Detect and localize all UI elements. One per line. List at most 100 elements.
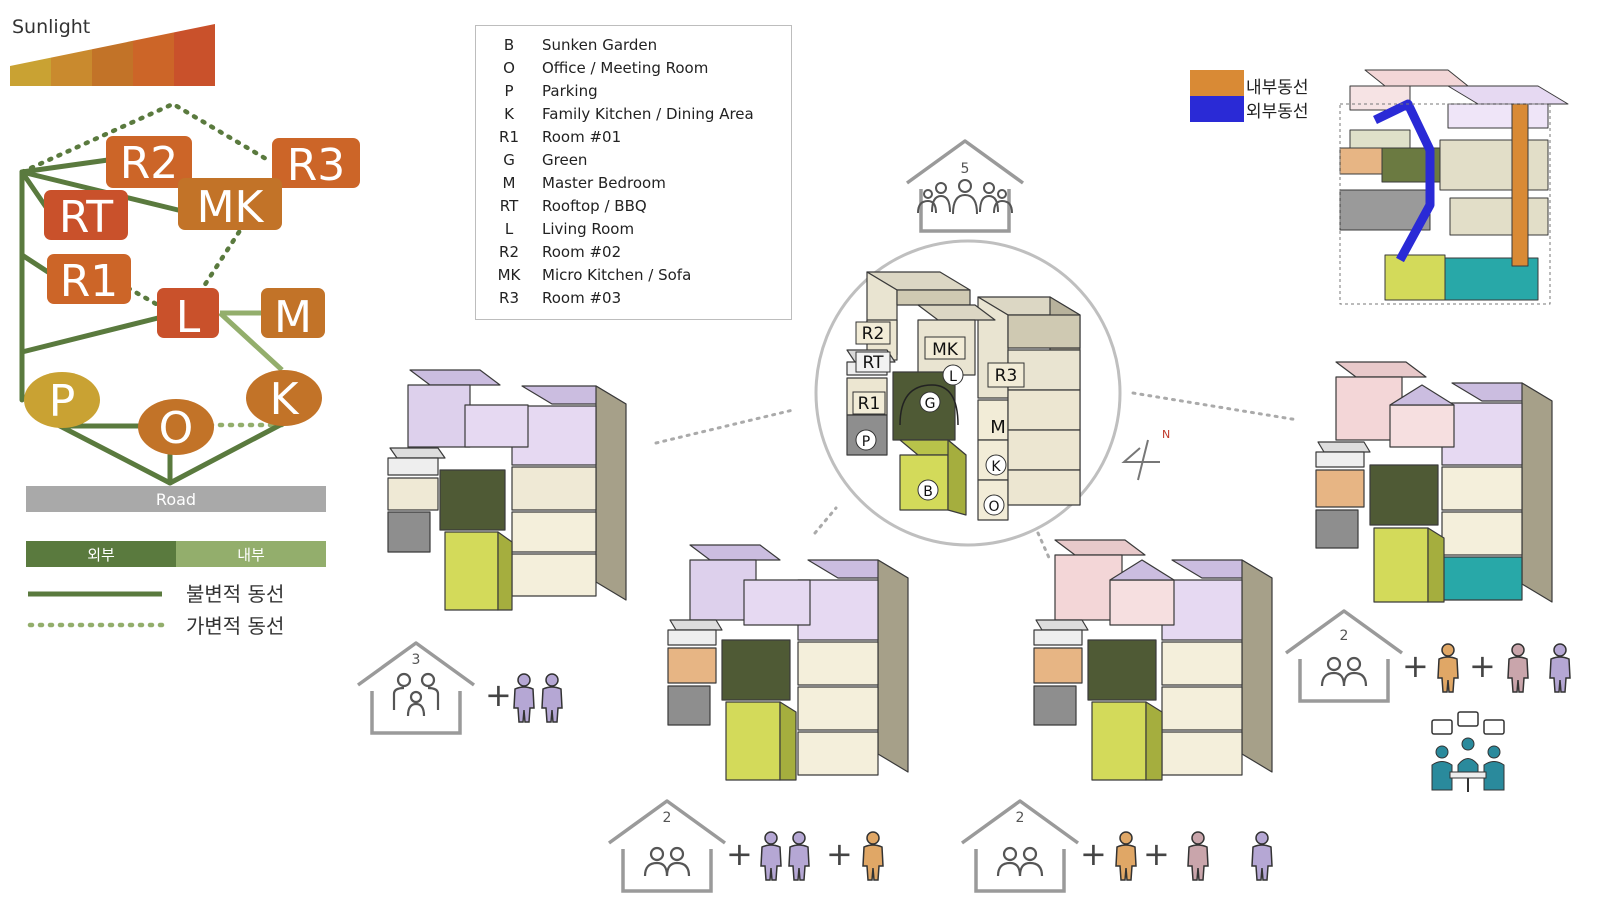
meeting-icon bbox=[1431, 711, 1505, 792]
sunlight-gradient-bar bbox=[10, 24, 215, 86]
legend-code: R2 bbox=[499, 243, 519, 261]
svg-text:K: K bbox=[991, 459, 1001, 475]
svg-text:RT: RT bbox=[863, 353, 885, 373]
sunlight-label: Sunlight bbox=[12, 16, 91, 38]
scenario-connectors bbox=[654, 391, 1300, 562]
legend-code: P bbox=[504, 82, 514, 100]
circulation-massing-model bbox=[1339, 69, 1569, 305]
single-person-icon bbox=[1251, 831, 1273, 881]
scenario-2-massing bbox=[667, 544, 909, 781]
single-person-icon bbox=[1437, 643, 1459, 693]
legend-description: Micro Kitchen / Sofa bbox=[542, 266, 692, 284]
internal-circulation-swatch bbox=[1190, 70, 1244, 96]
svg-text:R2: R2 bbox=[120, 138, 179, 189]
legend-code: RT bbox=[499, 197, 519, 215]
legend-description: Room #03 bbox=[542, 289, 622, 307]
single-person-icon bbox=[1187, 831, 1209, 881]
svg-text:2: 2 bbox=[1016, 810, 1025, 826]
legend-description: Parking bbox=[542, 82, 598, 100]
legend-code: B bbox=[503, 36, 515, 54]
svg-text:RT: RT bbox=[59, 192, 113, 243]
single-person-icon bbox=[1549, 643, 1571, 693]
plus-icon: + bbox=[826, 835, 853, 873]
svg-text:5: 5 bbox=[961, 161, 970, 177]
legend-description: Office / Meeting Room bbox=[542, 59, 709, 77]
plus-icon: + bbox=[1402, 647, 1429, 685]
svg-text:불변적 동선: 불변적 동선 bbox=[186, 582, 284, 606]
internal-line-l-m-k bbox=[218, 310, 284, 372]
scenario-4-household-icon: 2 bbox=[1284, 609, 1404, 703]
svg-text:L: L bbox=[949, 369, 957, 385]
svg-text:O: O bbox=[159, 403, 194, 454]
scenario-3-household-icon: 2 bbox=[960, 799, 1080, 893]
svg-text:B: B bbox=[923, 484, 933, 500]
scenario-1-household-icon: 3 bbox=[356, 641, 476, 735]
scenario-3-massing bbox=[1033, 539, 1273, 781]
svg-text:R1: R1 bbox=[60, 256, 119, 307]
svg-text:외부: 외부 bbox=[87, 546, 115, 564]
internal-circulation-label: 내부동선 bbox=[1246, 78, 1309, 98]
scenario-1-massing bbox=[387, 369, 627, 611]
sunlight-gradient-segment bbox=[174, 24, 215, 86]
node-r2: R2 bbox=[106, 136, 192, 189]
svg-text:R3: R3 bbox=[287, 140, 346, 191]
svg-text:L: L bbox=[176, 292, 201, 343]
svg-text:R2: R2 bbox=[862, 324, 885, 344]
svg-text:K: K bbox=[270, 374, 300, 425]
svg-text:MK: MK bbox=[197, 182, 265, 233]
svg-text:G: G bbox=[925, 396, 936, 412]
svg-text:P: P bbox=[862, 434, 870, 450]
legend-description: Room #01 bbox=[542, 128, 622, 146]
sunlight-gradient-segment bbox=[10, 57, 51, 86]
node-l: L bbox=[157, 288, 219, 343]
couple-icon bbox=[513, 673, 563, 723]
legend-description: Rooftop / BBQ bbox=[542, 197, 647, 215]
center-household-icon: 5 bbox=[905, 139, 1025, 233]
legend-code: R3 bbox=[499, 289, 519, 307]
plus-icon: + bbox=[726, 835, 753, 873]
node-p: P bbox=[24, 372, 100, 428]
north-arrow-icon: N bbox=[1121, 428, 1170, 481]
legend-description: Room #02 bbox=[542, 243, 622, 261]
road-bar: Road bbox=[26, 486, 326, 512]
svg-text:O: O bbox=[988, 499, 999, 515]
svg-text:P: P bbox=[49, 376, 76, 427]
svg-text:2: 2 bbox=[1340, 628, 1349, 644]
line-type-legend: 불변적 동선 가변적 동선 bbox=[27, 582, 284, 638]
legend-description: Master Bedroom bbox=[542, 174, 666, 192]
legend-code: MK bbox=[497, 266, 521, 284]
svg-text:R1: R1 bbox=[858, 394, 881, 414]
node-mk: MK bbox=[178, 178, 282, 233]
plus-icon: + bbox=[1469, 647, 1496, 685]
sunlight-gradient-segment bbox=[51, 49, 92, 86]
legend-code: M bbox=[502, 174, 516, 192]
center-model-labels: R2 MK RT L R3 R1 G P M K B O bbox=[852, 321, 1025, 516]
svg-text:3: 3 bbox=[412, 652, 421, 668]
legend-code: O bbox=[503, 59, 515, 77]
svg-text:가변적 동선: 가변적 동선 bbox=[186, 614, 284, 638]
sunlight-gradient-segment bbox=[92, 40, 133, 86]
legend-description: Family Kitchen / Dining Area bbox=[542, 105, 754, 123]
external-circulation-swatch bbox=[1190, 96, 1244, 122]
svg-text:M: M bbox=[274, 292, 312, 343]
node-r3: R3 bbox=[272, 138, 360, 191]
legend-code: G bbox=[503, 151, 515, 169]
plus-icon: + bbox=[1080, 835, 1107, 873]
single-person-icon bbox=[862, 831, 884, 881]
sunlight-gradient-segment bbox=[133, 32, 174, 86]
legend-code: L bbox=[504, 220, 514, 238]
external-internal-legend: 외부 내부 bbox=[26, 541, 326, 567]
legend-code: K bbox=[504, 105, 514, 123]
plus-icon: + bbox=[1143, 835, 1170, 873]
svg-text:2: 2 bbox=[663, 810, 672, 826]
svg-text:MK: MK bbox=[932, 340, 959, 360]
scenario-2-household-icon: 2 bbox=[607, 799, 727, 893]
node-r1: R1 bbox=[47, 254, 131, 307]
svg-text:Road: Road bbox=[156, 490, 196, 509]
svg-text:N: N bbox=[1162, 428, 1170, 441]
scenario-4-massing bbox=[1315, 361, 1553, 603]
svg-text:내부: 내부 bbox=[237, 546, 265, 564]
single-person-icon bbox=[1507, 643, 1529, 693]
